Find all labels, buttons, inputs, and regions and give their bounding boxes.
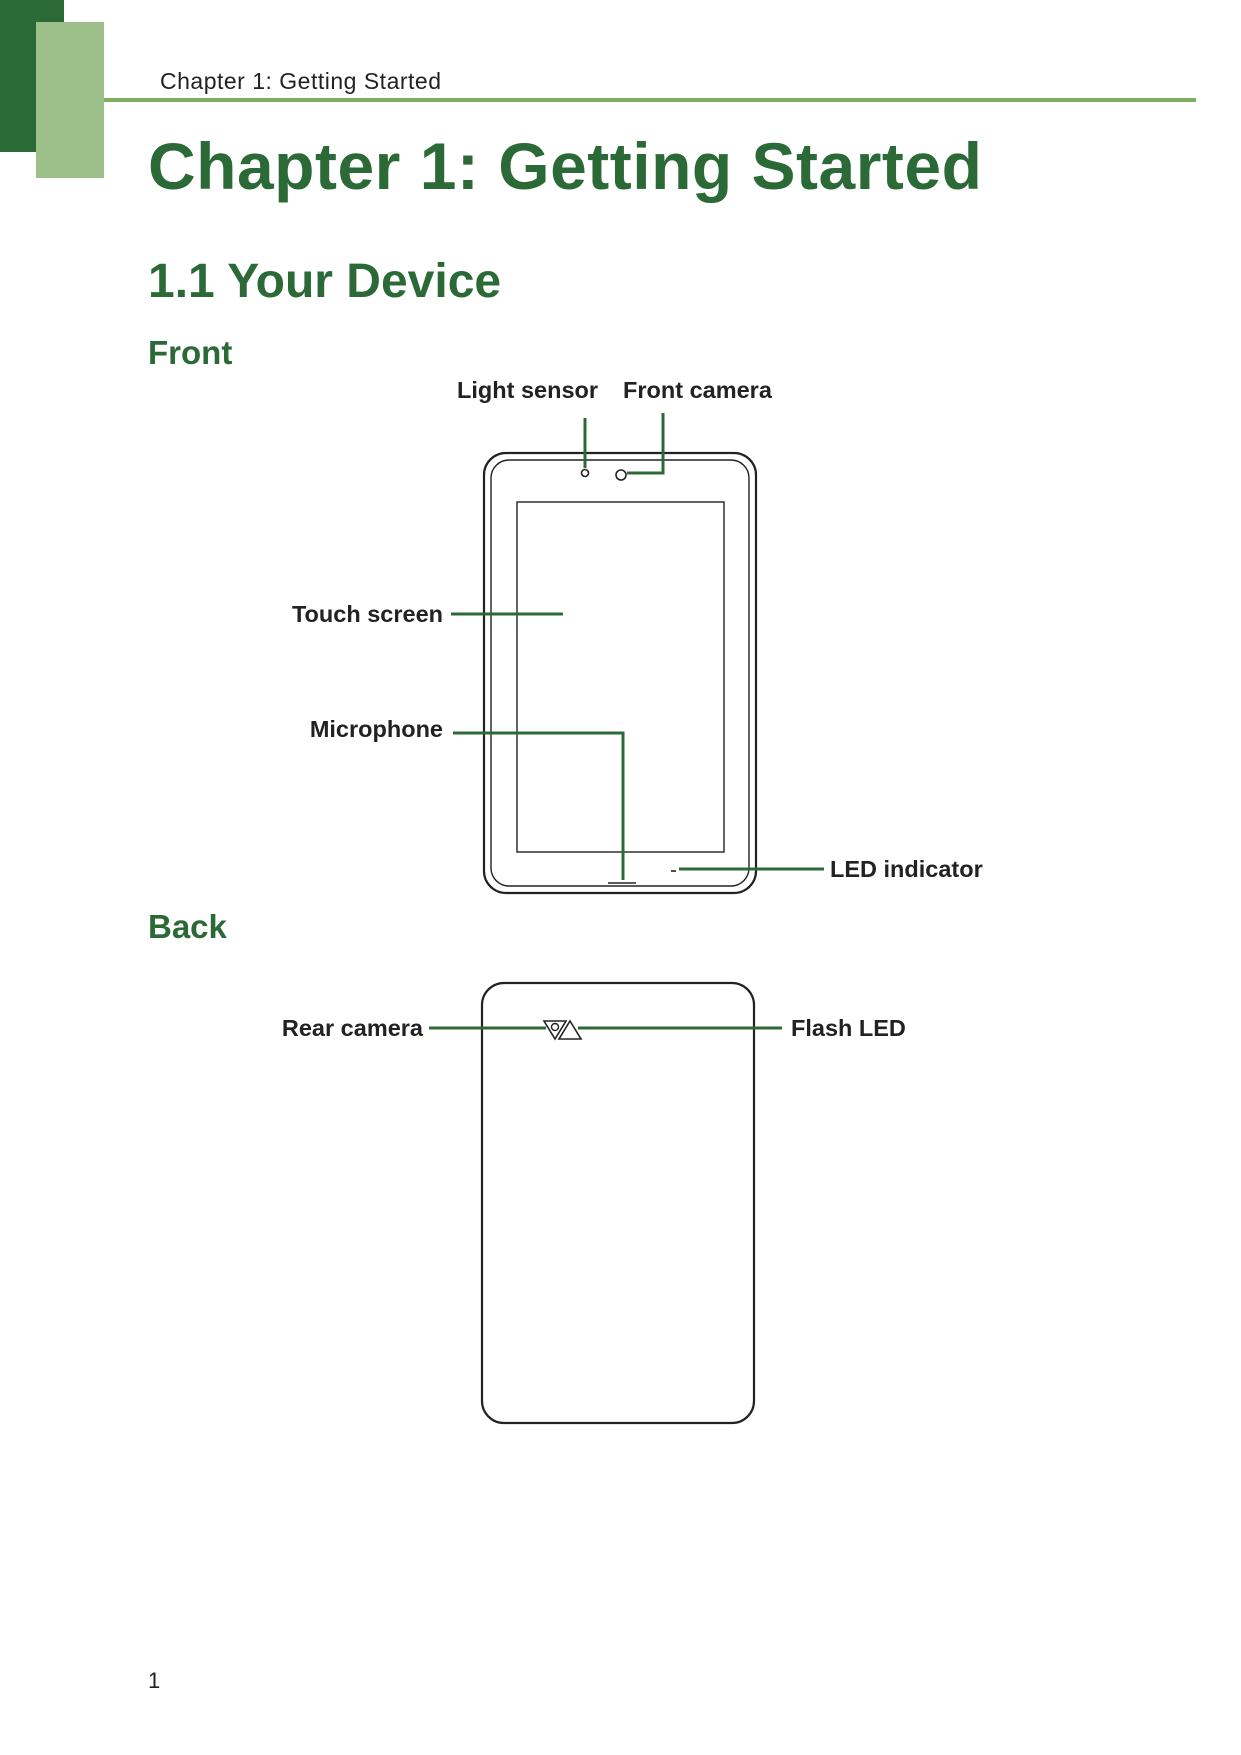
chapter-tab-light	[36, 22, 104, 178]
page-number: 1	[148, 1668, 161, 1693]
front-device-outline	[482, 451, 758, 895]
rear-camera-label: Rear camera	[282, 1015, 424, 1041]
front-screen-area	[516, 501, 725, 853]
microphone-label: Microphone	[310, 716, 443, 742]
back-device-outline	[480, 981, 756, 1425]
front-camera-label: Front camera	[623, 377, 773, 403]
front-camera-lens	[615, 469, 627, 481]
touch-screen-label: Touch screen	[292, 601, 443, 627]
front-device	[482, 451, 758, 895]
back-heading: Back	[148, 908, 227, 945]
chapter-title: Chapter 1: Getting Started	[148, 129, 983, 203]
flash-led-label: Flash LED	[791, 1015, 906, 1041]
rear-camera-shape	[542, 1020, 568, 1041]
section-title: 1.1 Your Device	[148, 255, 502, 308]
front-callouts	[451, 413, 824, 880]
running-header: Chapter 1: Getting Started	[160, 68, 442, 94]
light-sensor-dot	[580, 468, 590, 478]
microphone-callout	[453, 731, 625, 880]
led-indicator-label: LED indicator	[830, 856, 983, 882]
front-camera-callout	[627, 413, 665, 475]
header-rule	[104, 98, 1196, 102]
front-device-bezel	[490, 459, 750, 887]
flash-led-shape	[557, 1019, 583, 1040]
light-sensor-label: Light sensor	[457, 377, 598, 403]
front-heading: Front	[148, 334, 233, 371]
rear-camera-lens	[550, 1022, 560, 1032]
back-device	[480, 981, 756, 1425]
